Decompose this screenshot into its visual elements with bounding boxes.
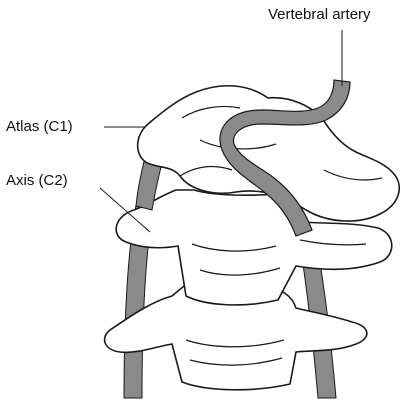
label-vertebral-artery: Vertebral artery — [268, 6, 371, 24]
label-axis: Axis (C2) — [6, 172, 68, 190]
label-atlas: Atlas (C1) — [6, 118, 73, 136]
